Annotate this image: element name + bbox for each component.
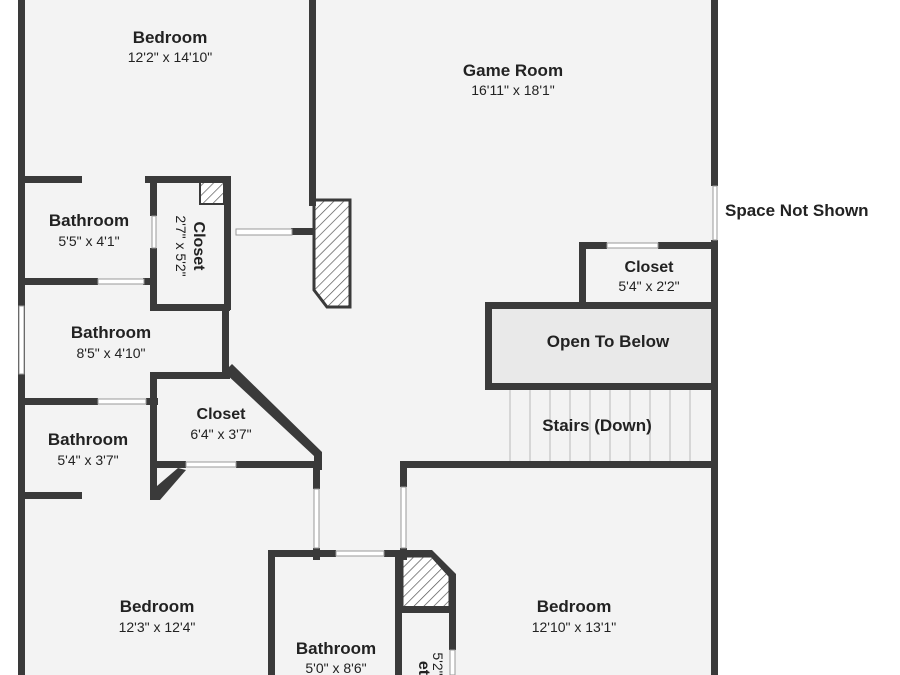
closet-mid-name: Closet [197, 406, 247, 423]
bathroom-4-dims: 5'0" x 8'6" [305, 660, 366, 675]
stairs-name: Stairs (Down) [542, 416, 652, 435]
stairs-treads [509, 390, 691, 464]
closet-right-name: Closet [625, 259, 675, 276]
bedroom-right-name: Bedroom [537, 597, 612, 616]
open-to-below-area [489, 306, 713, 386]
closet-bottom-partial-dims: 5'2" [430, 652, 446, 675]
closet-chase-top [199, 179, 225, 205]
open-to-below-name: Open To Below [547, 332, 670, 351]
chimney-chase [312, 198, 352, 309]
closet-vertical-name: Closet [190, 222, 207, 272]
game-room-dims: 16'11" x 18'1" [471, 82, 555, 98]
bedroom-right-dims: 12'10" x 13'1" [532, 619, 617, 635]
bathroom-3-name: Bathroom [48, 430, 128, 449]
bedroom-top-dims: 12'2" x 14'10" [128, 49, 213, 65]
closet-vertical-dims: 2'7" x 5'2" [173, 215, 189, 276]
closet-mid-dims: 6'4" x 3'7" [190, 426, 251, 442]
bedroom-left-dims: 12'3" x 12'4" [119, 619, 196, 635]
bedroom-top-name: Bedroom [133, 28, 208, 47]
bathroom-3-dims: 5'4" x 3'7" [57, 452, 118, 468]
bathroom-1-name: Bathroom [49, 211, 129, 230]
closet-bottom-partial-name: et [415, 661, 432, 675]
closet-bottom-partial-labels: et 5'2" [415, 652, 446, 675]
bathroom-2-dims: 8'5" x 4'10" [77, 345, 146, 361]
bathroom-4-name: Bathroom [296, 639, 376, 658]
door-openings [18, 185, 718, 675]
bedroom-left-name: Bedroom [120, 597, 195, 616]
space-not-shown-label: Space Not Shown [725, 201, 869, 220]
closet-vertical-labels: Closet 2'7" x 5'2" [173, 215, 207, 276]
closet-right-dims: 5'4" x 2'2" [618, 278, 679, 294]
bathroom-2-name: Bathroom [71, 323, 151, 342]
game-room-name: Game Room [463, 61, 563, 80]
bathroom-1-dims: 5'5" x 4'1" [58, 233, 119, 249]
